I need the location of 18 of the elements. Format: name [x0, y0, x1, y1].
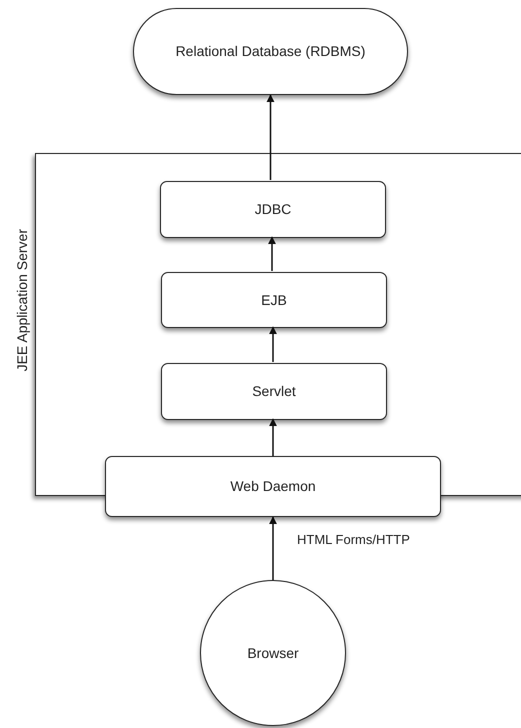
- arrow: [269, 516, 277, 580]
- arrow: [269, 326, 277, 362]
- database-terminal: [133, 8, 408, 95]
- arrow: [269, 418, 277, 456]
- node-label: Browser: [246, 644, 300, 662]
- arrow: [268, 236, 276, 271]
- node-label: Relational Database (RDBMS): [174, 42, 366, 61]
- process-box: [160, 181, 386, 238]
- process-box: [161, 363, 387, 420]
- node-label: EJB: [260, 290, 288, 310]
- edge-label: HTML Forms/HTTP: [297, 532, 410, 546]
- arrow: [266, 94, 274, 180]
- node-label: JDBC: [254, 200, 292, 219]
- node-label: Web Daemon: [229, 477, 317, 496]
- node-label: Servlet: [251, 382, 297, 401]
- frame-title: JEE Application Server: [14, 229, 30, 372]
- process-box: [161, 272, 387, 328]
- process-box: [105, 456, 441, 517]
